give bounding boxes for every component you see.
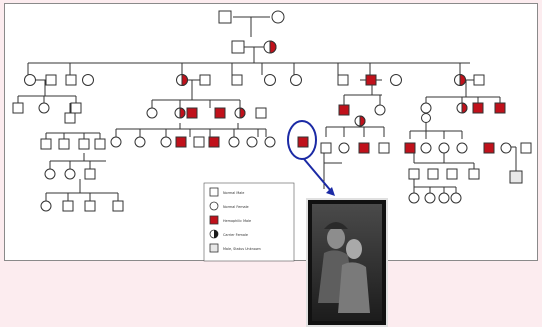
carrier-half [179, 107, 186, 119]
pedigree-female [264, 74, 276, 86]
pedigree-female [38, 102, 50, 114]
legend-female-label: Normal Female [223, 205, 249, 209]
carrier-half [269, 40, 277, 54]
pedigree-female [44, 168, 56, 180]
highlight-ellipse [287, 120, 317, 160]
pedigree-male [231, 74, 243, 86]
affected-male [472, 102, 484, 114]
pedigree-female [160, 136, 172, 148]
pedigree-male [78, 138, 90, 150]
pedigree-female [134, 136, 146, 148]
legend-unknown-symbol [209, 243, 219, 253]
pedigree-male [58, 138, 70, 150]
pedigree-female [421, 113, 431, 123]
carrier-half [459, 73, 466, 87]
legend-male-symbol [209, 187, 219, 197]
pedigree-male [255, 107, 267, 119]
pedigree-individuals [12, 10, 532, 212]
pedigree-male [520, 142, 532, 154]
pedigree-female [408, 192, 420, 204]
pedigree-male [94, 138, 106, 150]
pedigree-female [64, 168, 76, 180]
pedigree-female [420, 142, 432, 154]
pedigree-male [84, 168, 96, 180]
pedigree-chart: Normal Male Normal Female Hemophilic Mal… [12, 10, 532, 327]
affected-male [208, 136, 220, 148]
unknown-male [509, 170, 523, 184]
affected-male [404, 142, 416, 154]
pedigree-female [271, 10, 285, 24]
affected-male [365, 74, 377, 86]
affected-male [214, 107, 226, 119]
pedigree-male [218, 10, 232, 24]
affected-male [338, 104, 350, 116]
carrier-half [461, 102, 468, 114]
pedigree-female [24, 74, 36, 86]
pedigree-male [408, 168, 420, 180]
pedigree-male [427, 168, 439, 180]
legend-affected-label: Hemophilic Male [223, 219, 251, 223]
pedigree-female [146, 107, 158, 119]
pedigree-female [390, 74, 402, 86]
pedigree-female [246, 136, 258, 148]
pedigree-female [110, 136, 122, 148]
affected-male [483, 142, 495, 154]
highlight-arrow [303, 158, 332, 192]
connector-lines [17, 16, 517, 201]
affected-male [175, 136, 187, 148]
pedigree-male [231, 40, 245, 54]
arrow-head [326, 187, 335, 196]
pedigree-female [290, 74, 302, 86]
carrier-half [239, 107, 246, 119]
affected-male [358, 142, 370, 154]
affected-male-highlighted [297, 136, 309, 148]
pedigree-female [40, 200, 52, 212]
affected-male [494, 102, 506, 114]
pedigree-male [45, 74, 57, 86]
pedigree-male [64, 112, 76, 124]
pedigree-male [65, 74, 77, 86]
pedigree-female [456, 142, 468, 154]
pedigree-male [320, 142, 332, 154]
pedigree-female [450, 192, 462, 204]
pedigree-male [62, 200, 74, 212]
legend-carrier-label: Carrier Female [223, 233, 248, 237]
pedigree-male [378, 142, 390, 154]
pedigree-male [446, 168, 458, 180]
legend-unknown-label: Male, Status Unknown [223, 247, 261, 251]
legend-male-label: Normal Male [223, 191, 244, 195]
pedigree-male [84, 200, 96, 212]
pedigree-female [228, 136, 240, 148]
pedigree-male [193, 136, 205, 148]
legend-affected-symbol [209, 215, 219, 225]
pedigree-male [112, 200, 124, 212]
pedigree-male [70, 102, 82, 114]
pedigree-male [40, 138, 52, 150]
portrait-photo [306, 198, 388, 327]
pedigree-male [473, 74, 485, 86]
carrier-half [181, 73, 188, 87]
pedigree-male [337, 74, 349, 86]
pedigree-legend: Normal Male Normal Female Hemophilic Mal… [203, 182, 295, 262]
pedigree-female [438, 192, 450, 204]
pedigree-female [500, 142, 512, 154]
pedigree-male [468, 168, 480, 180]
legend-female-symbol [209, 201, 219, 211]
pedigree-female [424, 192, 436, 204]
pedigree-female [420, 102, 432, 114]
pedigree-female [438, 142, 450, 154]
carrier-half [359, 115, 366, 127]
pedigree-male [12, 102, 24, 114]
pedigree-female [264, 136, 276, 148]
pedigree-female [374, 104, 386, 116]
pedigree-female [82, 74, 94, 86]
affected-male [186, 107, 198, 119]
pedigree-male [199, 74, 211, 86]
pedigree-female [338, 142, 350, 154]
